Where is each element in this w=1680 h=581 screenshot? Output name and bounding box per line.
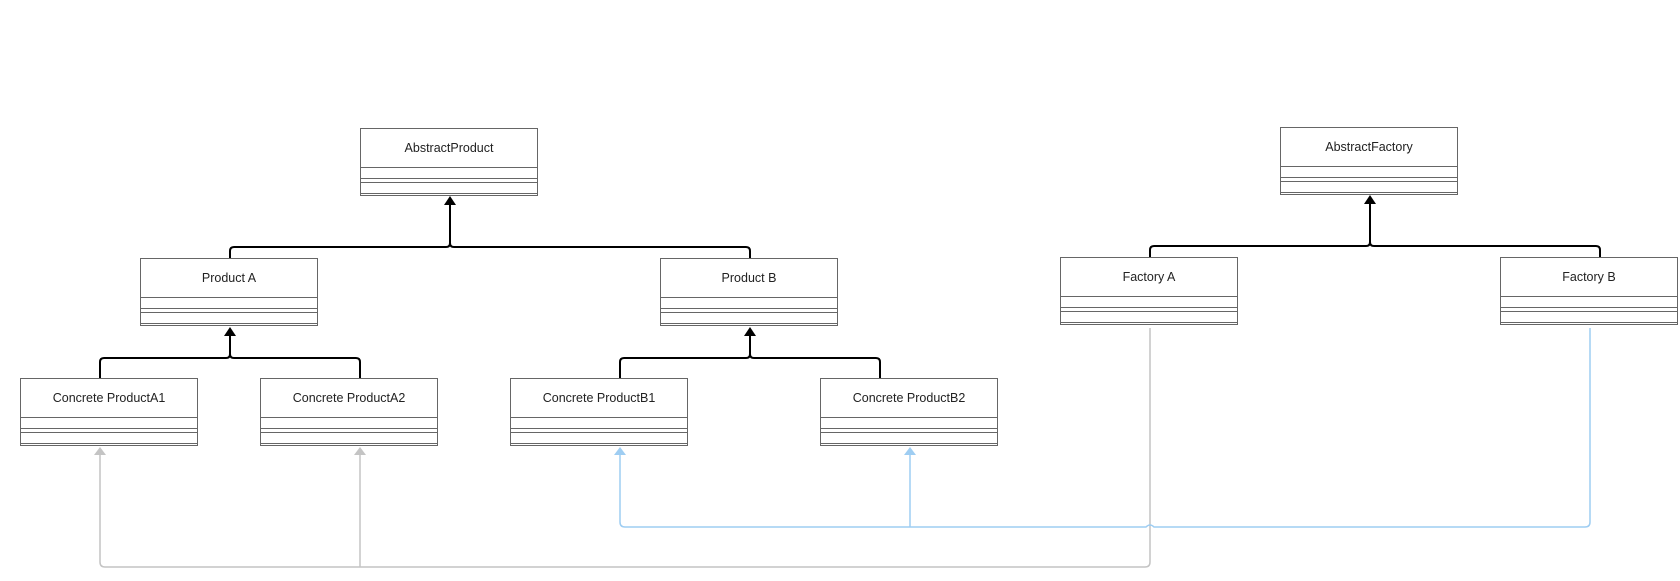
operations-compartment [1280,181,1458,193]
operations-compartment [1500,311,1678,323]
class-name: Concrete ProductA1 [52,391,166,405]
edge-factory-a-to-abstract-factory [1149,197,1371,257]
edge-product-a-to-abstract-product [229,198,451,258]
attributes-compartment [1500,296,1678,308]
class-concrete-product-b1[interactable]: Concrete ProductB1 [510,378,688,446]
edge-concrete-b2-to-product-b [749,353,881,378]
operations-compartment [510,432,688,444]
edge-concrete-a2-to-product-a [229,353,361,378]
class-name: Concrete ProductA2 [292,391,406,405]
generalization-arrowhead-product-a [224,327,236,336]
generalization-arrowhead-abstract-product [444,196,456,205]
factory-b-dependencies [619,328,1591,528]
operations-compartment [1060,311,1238,323]
edge-concrete-b1-to-product-b [619,329,751,378]
edge-factory-b-to-concrete-b1 [619,328,1591,528]
class-concrete-product-b2[interactable]: Concrete ProductB2 [820,378,998,446]
class-abstract-product[interactable]: AbstractProduct [360,128,538,196]
edge-product-b-to-abstract-product [449,242,751,258]
edge-factory-b-to-abstract-factory [1369,241,1601,257]
attributes-compartment [820,417,998,429]
operations-compartment [660,312,838,324]
class-name: Concrete ProductB1 [542,391,656,405]
class-name: Factory A [1122,270,1176,284]
operations-compartment [140,312,318,324]
attributes-compartment [660,297,838,309]
class-product-a[interactable]: Product A [140,258,318,326]
class-concrete-product-a1[interactable]: Concrete ProductA1 [20,378,198,446]
attributes-compartment [20,417,198,429]
dependency-arrowhead-concrete-b2 [904,447,916,455]
product-a-generalization [99,329,361,378]
generalization-arrowhead-abstract-factory [1364,195,1376,204]
operations-compartment [360,182,538,194]
operations-compartment [820,432,998,444]
product-generalization [229,198,751,258]
class-factory-b[interactable]: Factory B [1500,257,1678,325]
factory-generalization [1149,197,1601,257]
class-name: Factory B [1562,270,1616,284]
attributes-compartment [260,417,438,429]
class-name: Product A [201,271,257,285]
edge-concrete-a1-to-product-a [99,329,231,378]
generalization-arrowhead-product-b [744,327,756,336]
attributes-compartment [1060,296,1238,308]
class-concrete-product-a2[interactable]: Concrete ProductA2 [260,378,438,446]
class-name: Concrete ProductB2 [852,391,966,405]
class-product-b[interactable]: Product B [660,258,838,326]
class-name: AbstractFactory [1325,140,1413,154]
dependency-arrowhead-concrete-a2 [354,447,366,455]
class-factory-a[interactable]: Factory A [1060,257,1238,325]
class-abstract-factory[interactable]: AbstractFactory [1280,127,1458,195]
edge-factory-a-to-concrete-a1 [99,328,1151,568]
attributes-compartment [140,297,318,309]
class-name: AbstractProduct [404,141,494,155]
attributes-compartment [1280,166,1458,178]
operations-compartment [20,432,198,444]
class-name: Product B [721,271,777,285]
dependency-arrowhead-concrete-a1 [94,447,106,455]
product-b-generalization [619,329,881,378]
factory-a-dependencies [99,328,1151,568]
operations-compartment [260,432,438,444]
attributes-compartment [360,167,538,179]
dependency-arrowhead-concrete-b1 [614,447,626,455]
attributes-compartment [510,417,688,429]
